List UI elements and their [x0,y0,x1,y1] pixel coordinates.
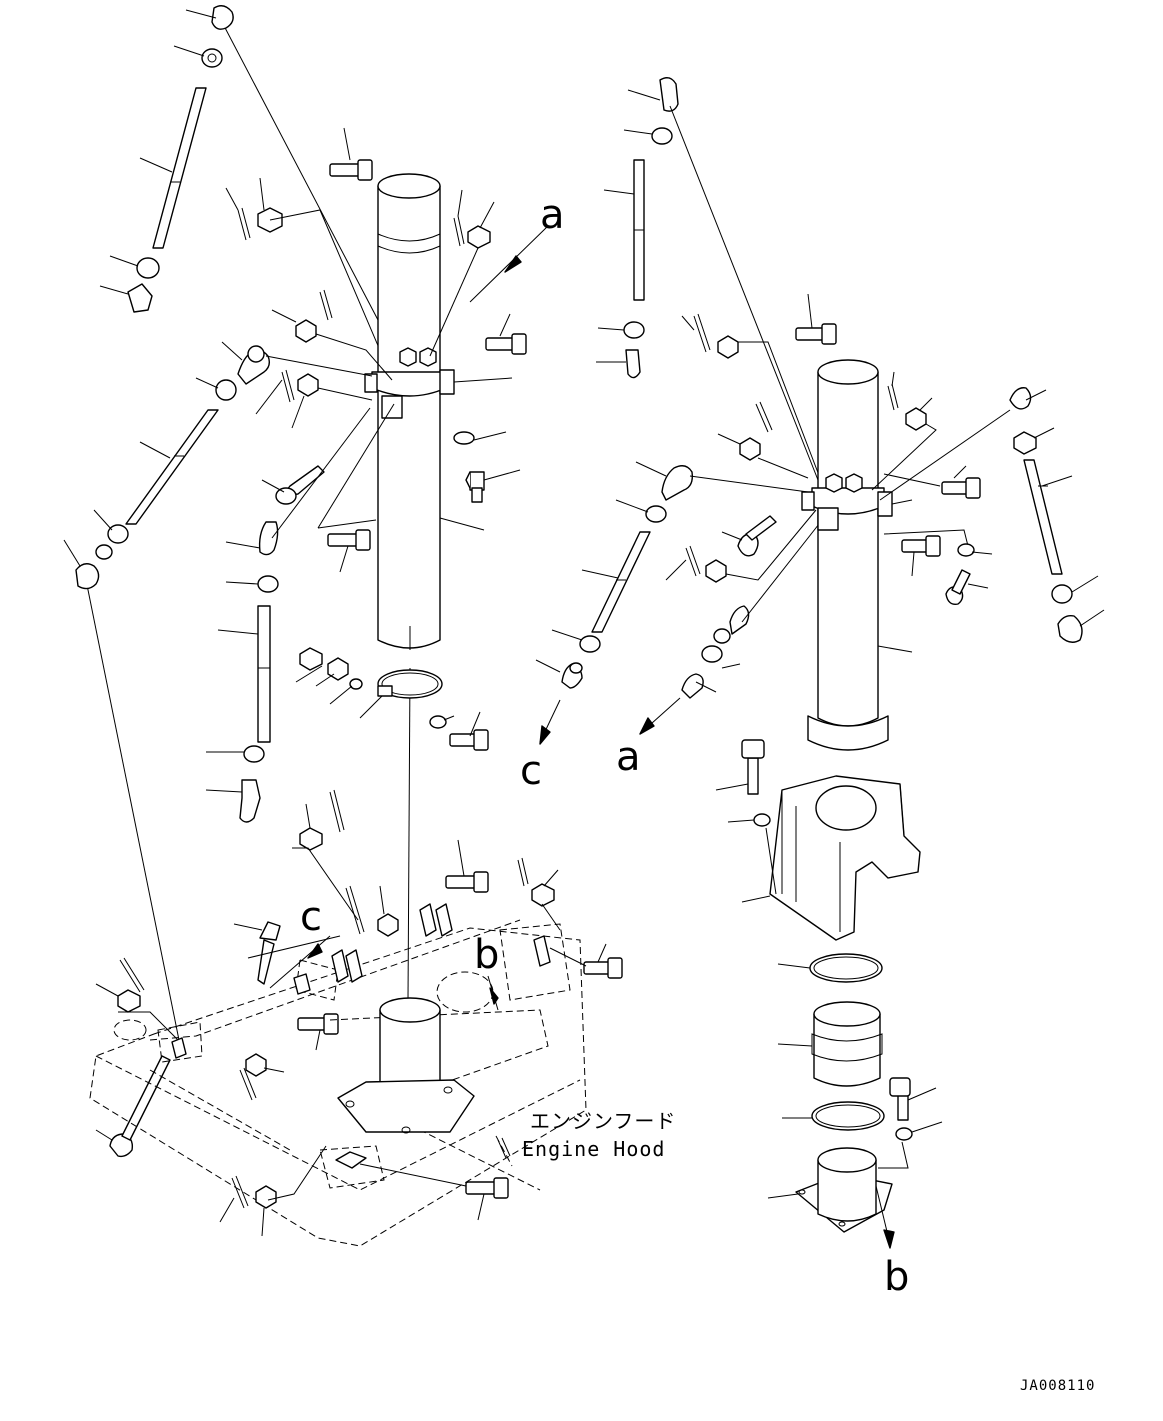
callout-c-right: c [520,748,542,794]
pipe-stub-hood [337,997,475,1134]
bolt-right-vertical [945,569,989,605]
coupling-sleeve [777,1001,883,1087]
callout-b-right: b [884,1254,909,1300]
support-bracket [741,775,921,941]
flange-pipe [767,1147,893,1233]
bolt-top-left [329,127,373,181]
right-assembly: b [715,359,1105,1300]
engine-hood-label-jp: エンジンフード [530,1109,676,1133]
exhaust-pipe-left [377,173,485,650]
callout-c-left: c [300,894,322,940]
band-clamp-left [377,669,443,699]
bolt-lower-left [95,1055,171,1158]
tie-rod-upper-left [152,87,207,249]
callout-a-left: a [540,192,565,238]
callout-a-right: a [616,734,641,780]
engine-hood-label-en: Engine Hood [522,1137,665,1161]
tie-rod-vertical-left [217,605,271,743]
middle-rod-assembly: c a [520,77,837,794]
band-clamp-right [777,953,883,983]
exhaust-pipe-right [807,359,913,751]
callout-b-left: b [474,932,499,978]
bolt-mid-left [261,465,325,505]
drawing-code: JA008110 [1020,1378,1095,1394]
bolt-hood-left [233,921,281,985]
rod-end-top-left [201,5,234,68]
left-assembly: a [63,5,676,1247]
